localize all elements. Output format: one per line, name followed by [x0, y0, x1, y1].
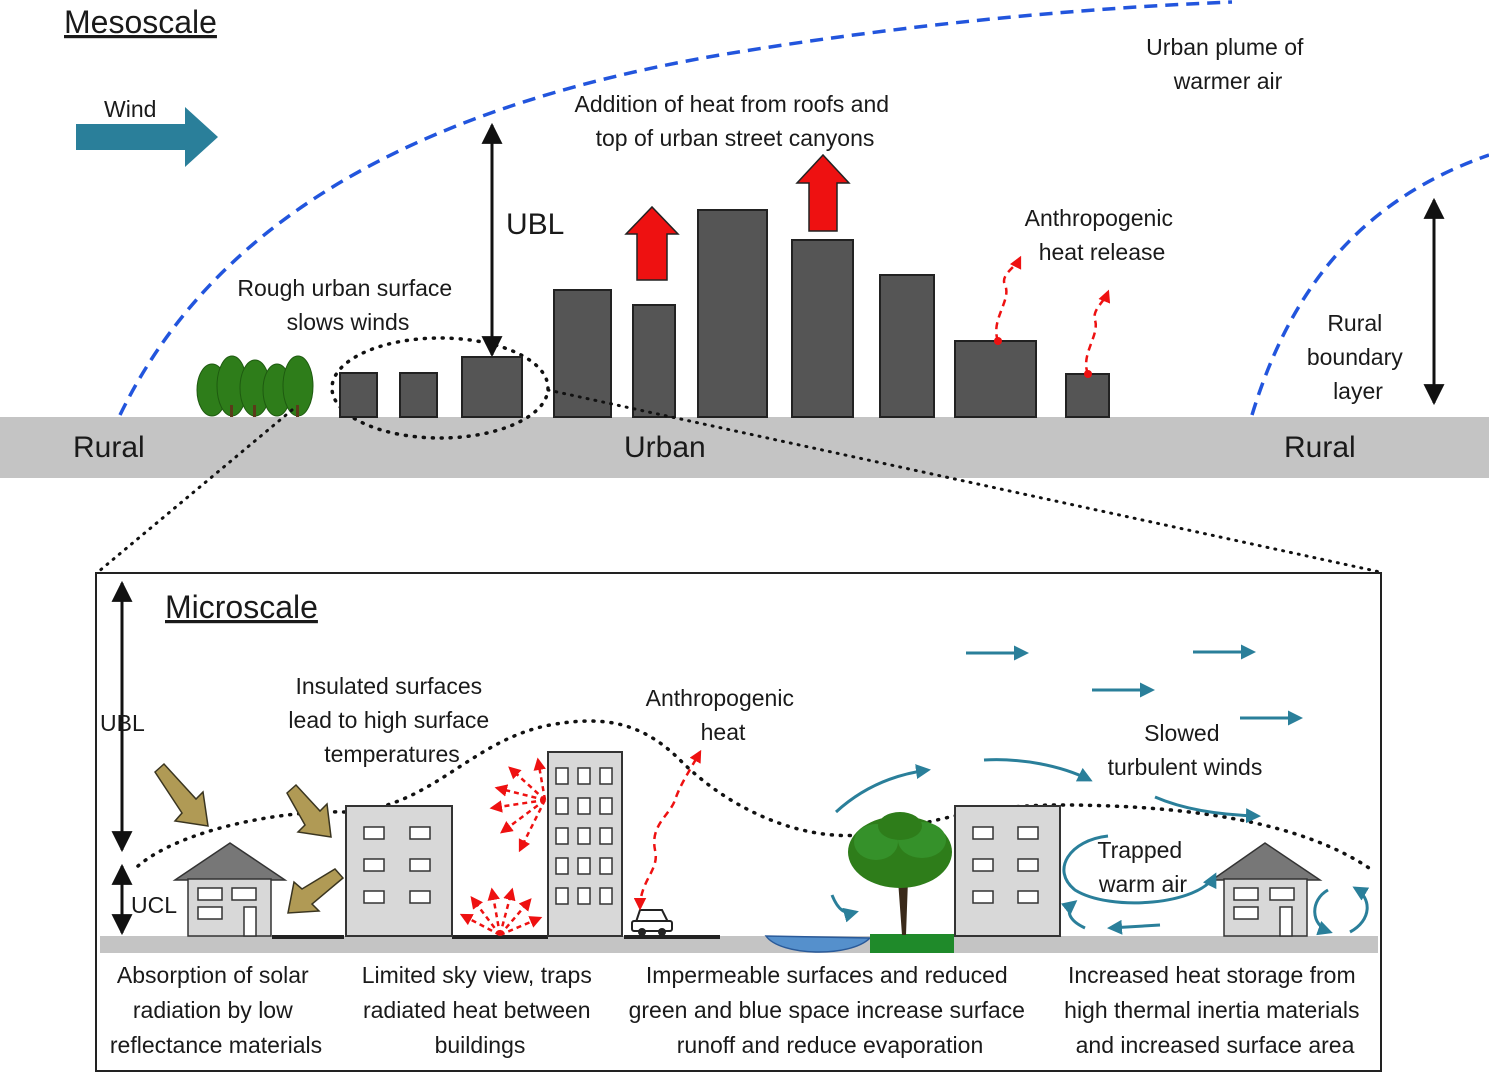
caption-impermeable-surfaces: Impermeable surfaces and reduced green a…: [629, 962, 1032, 1058]
mesoscale-title: Mesoscale: [64, 4, 217, 40]
solar-radiation-arrows: [154, 762, 345, 914]
zoom-connector-line: [546, 388, 1382, 574]
microscale-title: Microscale: [165, 589, 318, 625]
urban-boundary-layer-line: [118, 0, 1233, 416]
turbulent-arrow-icon: [834, 764, 931, 814]
green-space: [870, 934, 954, 953]
rural-trees-icon: [196, 355, 314, 417]
turbulent-arrow-icon: [1154, 795, 1261, 824]
house-icon: [1209, 842, 1323, 937]
mesoscale-panel: Mesoscale Rural Urban Rural Wind UBL: [0, 0, 1489, 478]
ucl-label: UCL: [131, 892, 177, 918]
tall-building-icon: [547, 751, 623, 937]
building: [791, 239, 854, 418]
car-icon: [631, 909, 673, 936]
building: [879, 274, 935, 418]
building: [461, 356, 523, 418]
building: [1065, 373, 1110, 418]
rural-boundary-layer-line: [1250, 153, 1489, 416]
ground-label-urban: Urban: [624, 431, 706, 464]
micro-ubl-label: UBL: [100, 710, 145, 736]
plume-label: Urban plume of warmer air: [1146, 34, 1310, 94]
building: [339, 372, 378, 418]
car-heat-arrow-icon: [633, 749, 702, 911]
house-icon: [172, 842, 288, 937]
insulated-surfaces-label: Insulated surfaces lead to high surface …: [288, 673, 495, 767]
roof-heat-arrow-icon: [795, 153, 851, 232]
roof-heat-arrow-icon: [624, 205, 680, 281]
eddy-arrow-icon: [830, 894, 859, 923]
microscale-panel: Microscale UBL UCL: [95, 572, 1382, 1072]
trapped-air-loop-icon: [1062, 834, 1217, 905]
wind-arrow-icon: [76, 107, 218, 167]
wind-label: Wind: [104, 96, 156, 122]
solar-arrow-icon: [286, 783, 332, 838]
turbulent-arrow-icon: [983, 758, 1093, 782]
ubl-label: UBL: [506, 208, 564, 241]
building: [954, 340, 1037, 418]
tree-icon: [848, 812, 952, 935]
heat-source-dot: [994, 337, 1002, 345]
ground-label-rural-right: Rural: [1284, 431, 1356, 464]
dark-pavement: [452, 935, 548, 939]
micro-anthropogenic-label: Anthropogenic heat: [646, 685, 801, 745]
rough-surface-ellipse: [330, 336, 550, 440]
office-building-icon: [345, 805, 453, 937]
solar-arrow-icon: [154, 762, 209, 827]
trapped-air-arrow-icon: [1060, 900, 1086, 930]
anthropogenic-heat-arrow-icon: [1084, 289, 1111, 375]
trapped-air-arrow-icon: [1107, 919, 1161, 935]
micro-ground-strip: [100, 936, 1378, 953]
micro-wind-arrows: [830, 644, 1370, 936]
building: [632, 304, 676, 418]
building: [399, 372, 438, 418]
roof-heat-label: Addition of heat from roofs and top of u…: [575, 91, 896, 151]
ground-strip: [0, 417, 1489, 478]
caption-solar-absorption: Absorption of solar radiation by low ref…: [110, 962, 322, 1058]
trapped-air-label: Trapped warm air: [1097, 837, 1188, 897]
dark-pavement: [272, 935, 344, 939]
building: [697, 209, 768, 418]
caption-heat-storage: Increased heat storage from high thermal…: [1064, 962, 1366, 1058]
zoom-connector-line: [96, 408, 294, 574]
anthropogenic-release-label: Anthropogenic heat release: [1025, 205, 1180, 265]
slowed-winds-label: Slowed turbulent winds: [1108, 720, 1263, 780]
rough-surface-label: Rough urban surface slows winds: [237, 275, 458, 335]
eddy-arrow-icon: [1313, 888, 1333, 936]
rural-bl-label: Rural boundary layer: [1307, 310, 1409, 404]
building: [553, 289, 612, 418]
heat-source-dot: [1084, 370, 1092, 378]
wall-heat-burst-icon: [489, 757, 547, 853]
ground-heat-burst-icon: [459, 887, 543, 937]
right-building-icon: [954, 805, 1061, 937]
anthropogenic-heat-arrow-icon: [995, 255, 1022, 342]
road-surface: [624, 935, 720, 939]
ground-label-rural-left: Rural: [73, 431, 145, 464]
urban-buildings: [339, 209, 1110, 418]
eddy-arrow-icon: [1349, 886, 1370, 934]
caption-sky-view: Limited sky view, traps radiated heat be…: [362, 962, 598, 1058]
solar-arrow-icon: [287, 868, 345, 914]
water-body: [764, 935, 872, 953]
